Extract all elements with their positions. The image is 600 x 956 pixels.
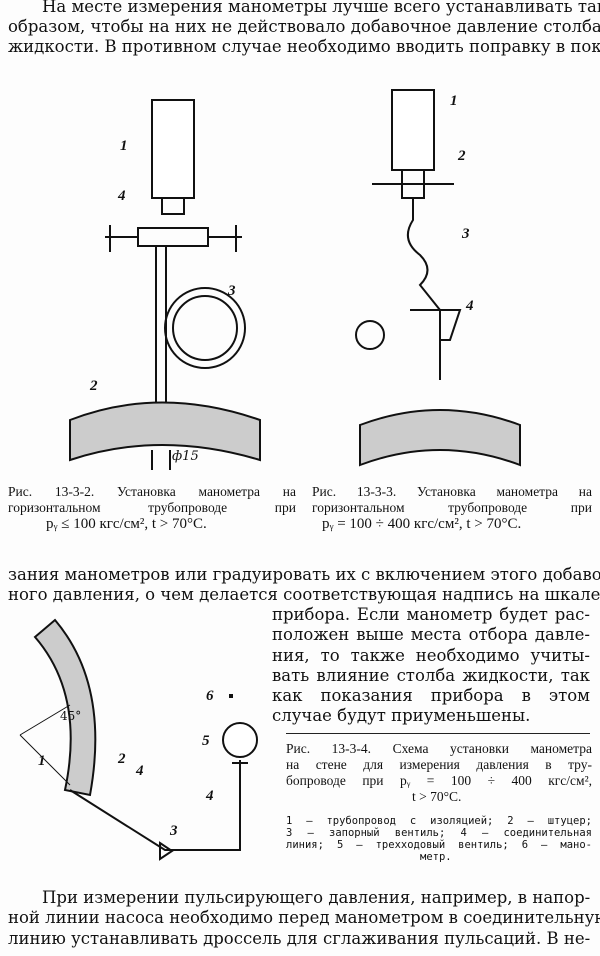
mid-paragraph-line: ния, то также необходимо учиты- (272, 646, 590, 665)
fig3-legend-line: метр. (420, 851, 452, 863)
mid-paragraph-line: прибора. Если манометр будет рас- (272, 605, 590, 624)
figure-13-3-2: 1 2 3 4 ф15 (69, 99, 261, 470)
dimension-label: ф15 (172, 449, 199, 464)
label-4: 4 (117, 188, 126, 204)
mid-paragraph-line: зания манометров или градуировать их с в… (8, 565, 600, 584)
label-1: 1 (120, 138, 128, 154)
fig3-caption-line: t > 70°C. (412, 789, 462, 804)
fig2-caption-line: pᵧ = 100 ÷ 400 кгс/см², t > 70°C. (322, 516, 522, 532)
label-2: 2 (117, 751, 126, 767)
label-3: 3 (169, 823, 178, 839)
fig3-caption-line: бопроводе при pᵧ = 100 ÷ 400 кгс/см², (286, 773, 592, 788)
label-2: 2 (89, 378, 98, 394)
fig1-caption-line: горизонтальном трубопроводе при (8, 500, 296, 515)
bottom-paragraph-line: линию устанавливать дроссель для сглажив… (8, 929, 591, 948)
label-6: 6 (206, 688, 214, 704)
bottom-paragraph-line: При измерении пульсирующего давления, на… (42, 888, 591, 907)
label-4: 4 (465, 298, 474, 314)
fig3-caption-line: Рис. 13-3-4. Схема установки манометра (286, 741, 592, 756)
mid-paragraph-line: случае будут приуменьшены. (272, 706, 531, 725)
fig2-caption-line: горизонтальном трубопроводе при (312, 500, 592, 515)
mid-paragraph-line: ного давления, о чем делается соответств… (8, 585, 600, 604)
bottom-paragraph-line: ной линии насоса необходимо перед маноме… (8, 908, 600, 927)
fig1-caption-line: pᵧ ≤ 100 кгс/см², t > 70°C. (46, 516, 207, 532)
label-4b: 4 (205, 788, 214, 804)
fig3-legend-line: 3 — запорный вентиль; 4 — соединительная (286, 827, 592, 839)
label-2: 2 (457, 148, 466, 164)
top-paragraph-line: образом, чтобы на них не действовало доб… (8, 17, 600, 36)
top-paragraph-line: На месте измерения манометры лучше всего… (42, 0, 600, 16)
label-1: 1 (38, 753, 46, 769)
mid-paragraph-line: положен выше места отбора давле- (272, 625, 590, 644)
angle-label: 45° (60, 709, 81, 723)
top-paragraph-line: жидкости. В противном случае необходимо … (8, 37, 600, 56)
label-1: 1 (450, 93, 458, 109)
fig3-legend-line: линия; 5 — трехходовый вентиль; 6 — мано… (286, 839, 592, 851)
label-3: 3 (227, 283, 236, 299)
fig3-legend-line: 1 — трубопровод с изоляцией; 2 — штуцер; (286, 815, 592, 827)
figure-13-3-4: 45° 1 2 3 4 4 5 6 (19, 618, 258, 861)
label-3: 3 (461, 226, 470, 242)
mid-paragraph-line: как показания прибора в этом (272, 686, 590, 705)
figure-13-3-3: 1 2 3 4 (355, 89, 521, 467)
label-4: 4 (135, 763, 144, 779)
fig1-caption-line: Рис. 13-3-2. Установка манометра на (8, 484, 296, 499)
fig2-caption-line: Рис. 13-3-3. Установка манометра на (312, 484, 592, 499)
fig3-caption-line: на стене для измерения давления в тру- (286, 757, 592, 772)
mid-paragraph-line: вать влияние столба жидкости, так (272, 666, 590, 685)
caption-divider (286, 733, 590, 734)
label-5: 5 (202, 733, 210, 749)
